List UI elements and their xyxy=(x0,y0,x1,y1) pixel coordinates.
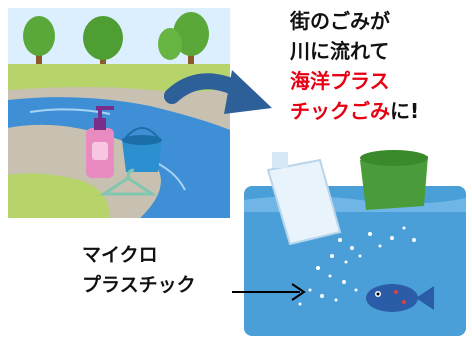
river-scene xyxy=(8,8,230,218)
headline-line-4: チックごみに! xyxy=(290,96,419,126)
bucket-icon xyxy=(122,127,162,172)
headline-line-3: 海洋プラス xyxy=(290,69,390,93)
fish-icon xyxy=(366,284,434,312)
curved-arrow-icon xyxy=(164,70,272,114)
shampoo-bottle-icon xyxy=(86,106,114,178)
plastic-bottle-icon xyxy=(266,152,342,246)
bucket-icon xyxy=(360,150,428,210)
headline-line-1: 街のごみが xyxy=(290,9,390,33)
label-line-2: プラスチック xyxy=(82,274,196,296)
label-line-1: マイクロ xyxy=(82,244,158,266)
hanger-icon xyxy=(99,168,157,196)
right-arrow-icon xyxy=(232,283,306,301)
ocean-scene xyxy=(244,150,466,336)
tree-icon xyxy=(23,16,55,70)
microplastic-particles xyxy=(298,226,416,306)
microplastic-label: マイクロ プラスチック xyxy=(82,240,196,300)
headline-line-4-tail: に! xyxy=(390,99,420,123)
headline-line-2: 川に流れて xyxy=(290,39,390,63)
headline-line-4-red: チックごみ xyxy=(290,99,390,123)
tree-icon xyxy=(83,16,123,70)
tree-icon xyxy=(158,12,209,70)
headline-text: 街のごみが 川に流れて 海洋プラス チックごみに! xyxy=(290,6,419,126)
